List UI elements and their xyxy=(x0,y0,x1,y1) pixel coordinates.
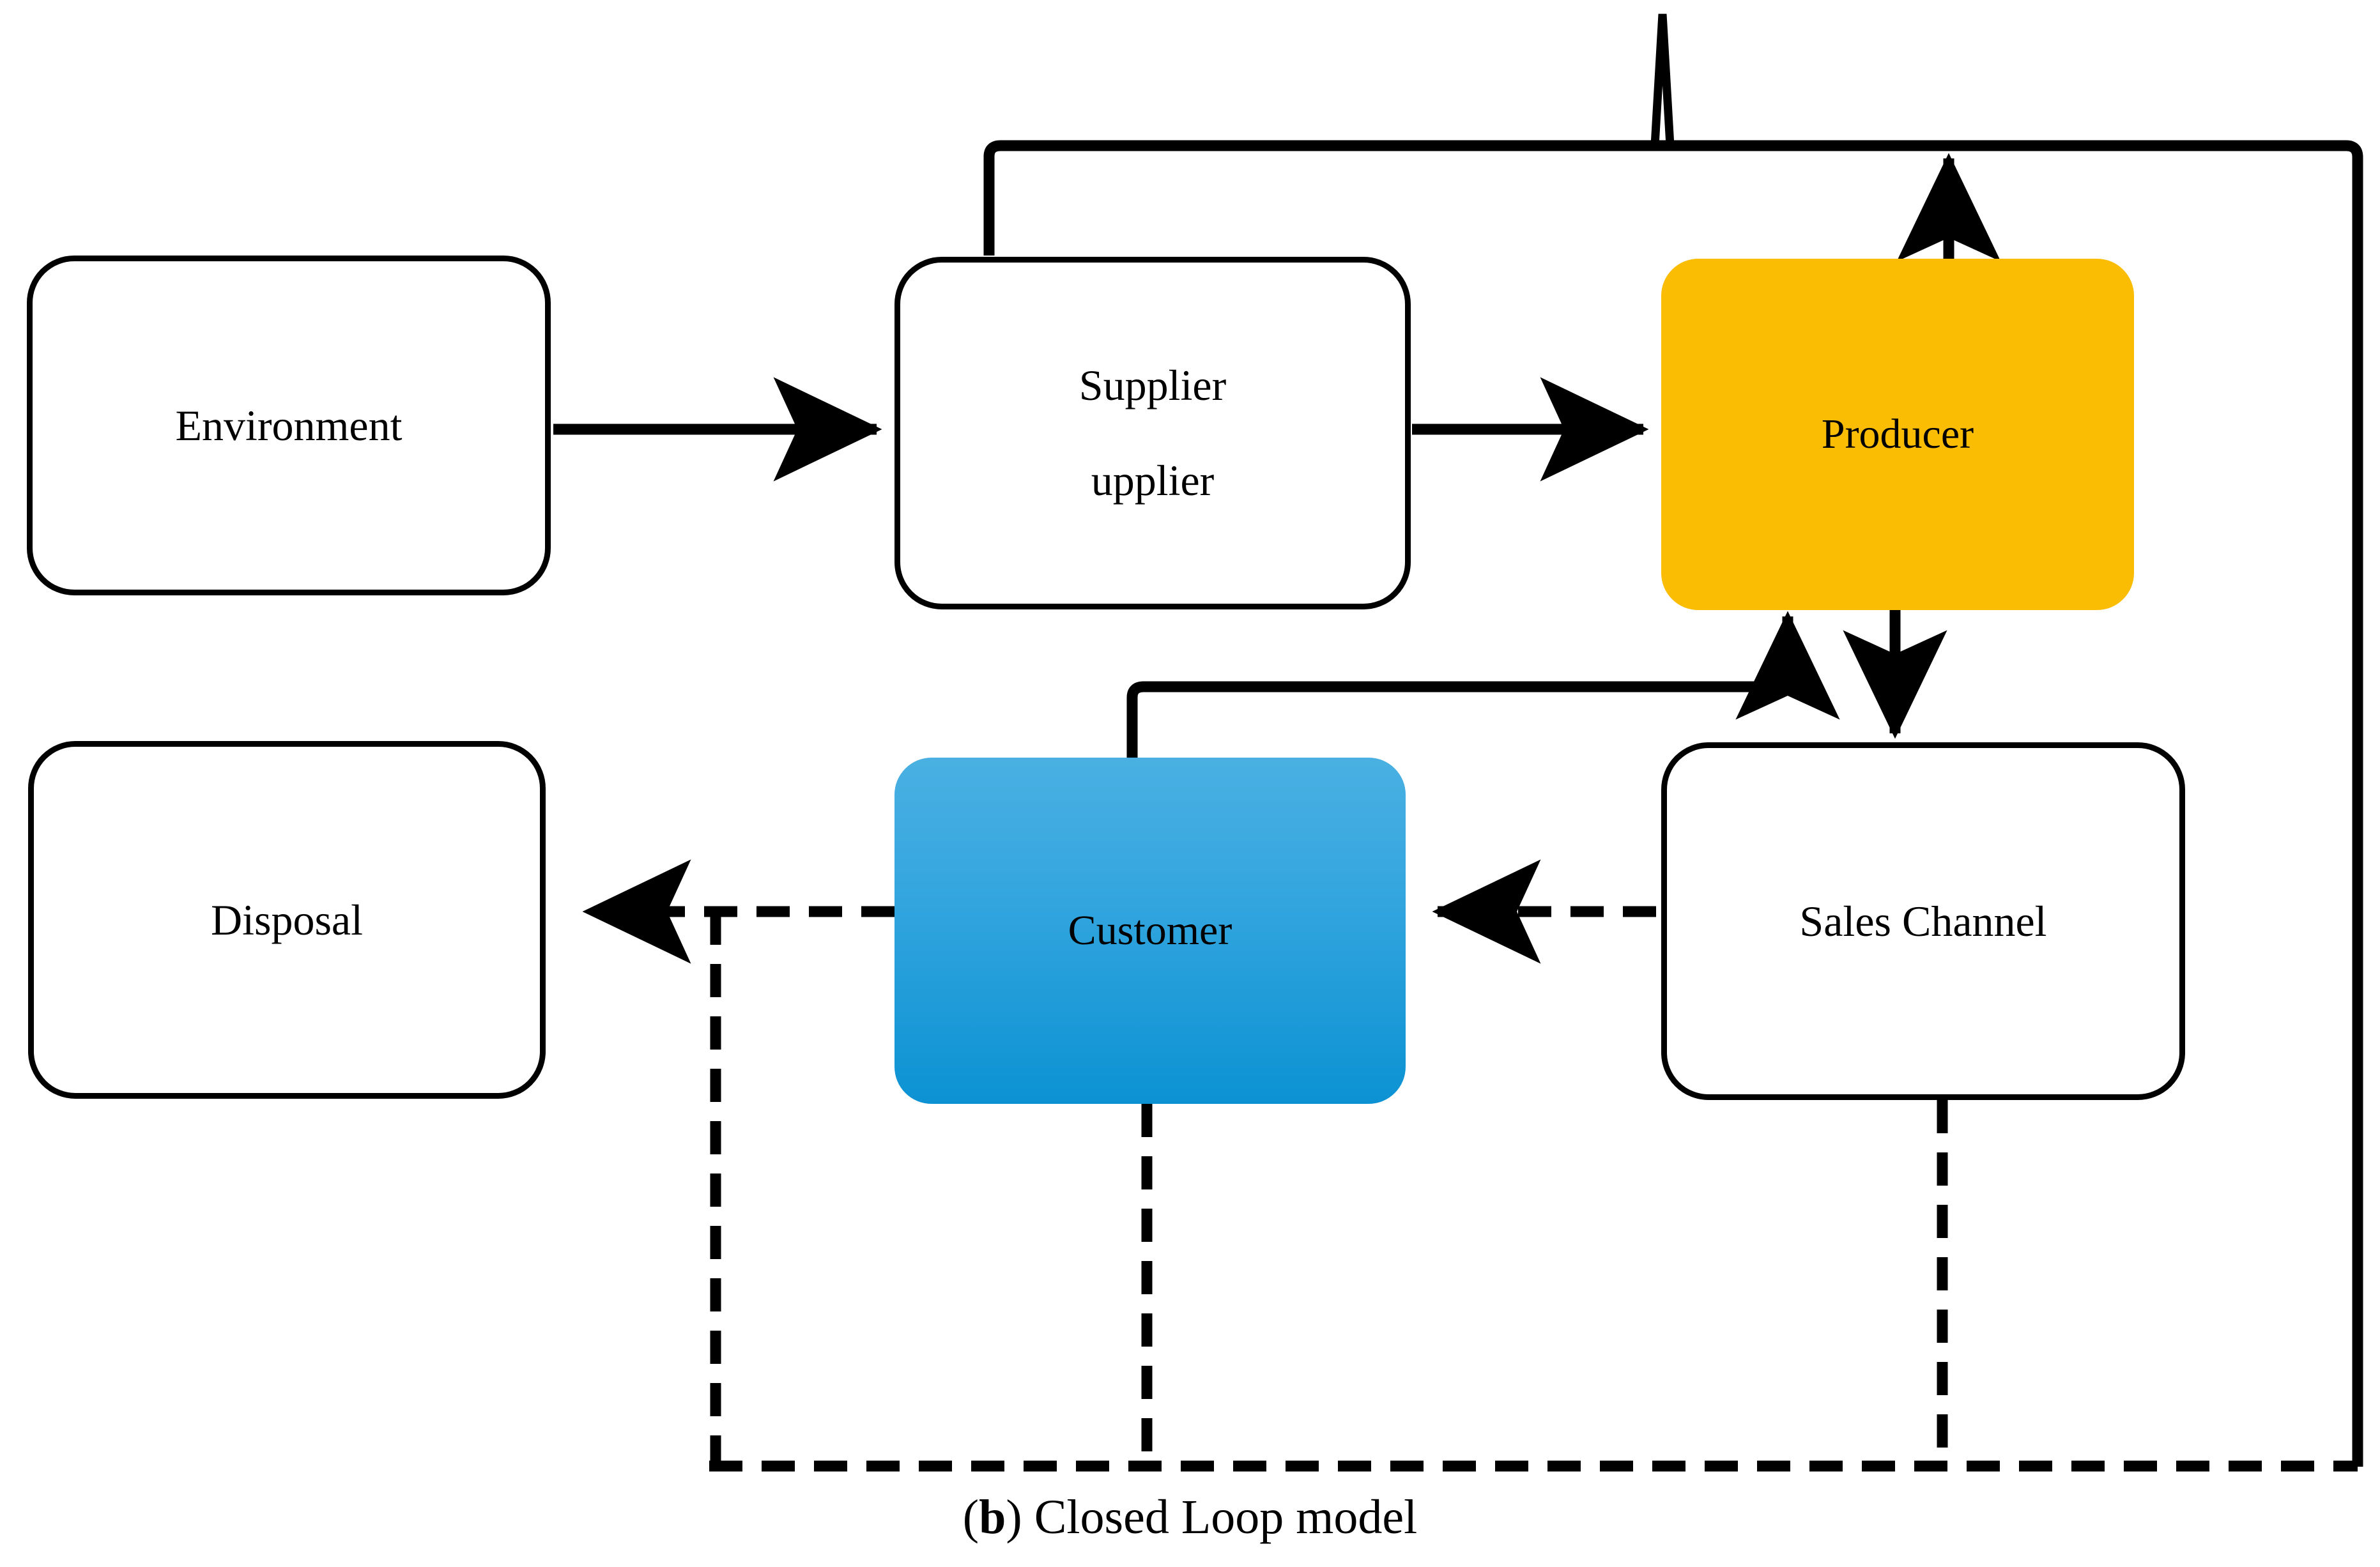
edge-customer-to-producer xyxy=(1126,611,1840,759)
edge-supplier-top-return xyxy=(983,13,2363,1467)
caption-suffix: ) Closed Loop model xyxy=(1006,1490,1418,1544)
figure-caption: (b) Closed Loop model xyxy=(0,1490,2380,1545)
node-sales-channel[interactable]: Sales Channel xyxy=(1661,742,2185,1100)
node-supplier[interactable]: Supplier upplier xyxy=(894,257,1411,609)
node-customer-label: Customer xyxy=(1068,906,1232,954)
node-sales-channel-label: Sales Channel xyxy=(1799,896,2047,945)
node-customer[interactable]: Customer xyxy=(894,758,1406,1104)
node-producer[interactable]: Producer xyxy=(1661,259,2134,610)
node-producer-label: Producer xyxy=(1821,410,1974,457)
caption-prefix: ( xyxy=(962,1490,979,1544)
node-disposal-label: Disposal xyxy=(211,895,363,944)
node-supplier-label: Supplier xyxy=(1079,361,1227,409)
node-environment-label: Environment xyxy=(175,401,403,450)
node-disposal[interactable]: Disposal xyxy=(28,741,546,1099)
node-environment[interactable]: Environment xyxy=(27,256,551,595)
node-supplier-label-secondary: upplier xyxy=(1091,456,1215,505)
caption-marker: b xyxy=(979,1490,1006,1544)
